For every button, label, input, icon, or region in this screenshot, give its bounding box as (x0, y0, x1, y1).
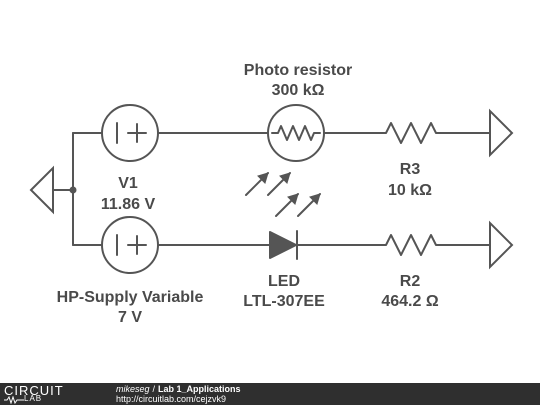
led-diode-symbol (269, 230, 298, 260)
logo-text-lab: LAB (24, 394, 43, 403)
photo-resistor-name: Photo resistor (244, 62, 352, 79)
hp-supply-source (101, 216, 159, 274)
node-flag-bottom (489, 220, 514, 270)
r3-value: 10 kΩ (388, 182, 432, 199)
light-arrows-photoresistor (245, 172, 291, 196)
logo-waveform-icon (4, 396, 24, 404)
logo-text-circuit: CIRCUIT (4, 383, 64, 398)
r3-resistor-symbol (379, 122, 441, 144)
node-flag-top (489, 108, 514, 158)
v1-source (101, 104, 159, 162)
author-link[interactable]: mikeseg (116, 384, 150, 394)
v1-name: V1 (118, 175, 138, 192)
photo-resistor-value: 300 kΩ (272, 82, 325, 99)
led-name: LED (268, 273, 300, 290)
wires (52, 132, 491, 246)
circuit-title-link[interactable]: Lab 1_Applications (158, 384, 241, 394)
circuitlab-logo[interactable]: CIRCUIT LAB (4, 383, 110, 404)
led-value: LTL-307EE (243, 293, 325, 310)
circuit-schematic: Photo resistor 300 kΩ V1 11.86 V R3 10 k… (29, 62, 514, 326)
circuit-url-link[interactable]: http://circuitlab.com/cejzvk9 (116, 394, 227, 404)
hp-supply-name: HP-Supply Variable (57, 289, 204, 306)
footer-meta: mikeseg/Lab 1_Applications http://circui… (116, 384, 241, 404)
r3-name: R3 (400, 161, 421, 178)
photo-resistor-symbol (267, 104, 325, 162)
light-arrows-led (275, 193, 321, 217)
footer-bar: CIRCUIT LAB mikeseg/Lab 1_Applications h… (0, 383, 540, 405)
footer-separator: / (152, 384, 156, 394)
ground-symbol (29, 165, 54, 215)
v1-value: 11.86 V (101, 196, 156, 213)
hp-supply-value: 7 V (118, 309, 142, 326)
r2-value: 464.2 Ω (381, 293, 438, 310)
junction-dot (69, 186, 77, 194)
r2-name: R2 (400, 273, 421, 290)
r2-resistor-symbol (379, 234, 441, 256)
